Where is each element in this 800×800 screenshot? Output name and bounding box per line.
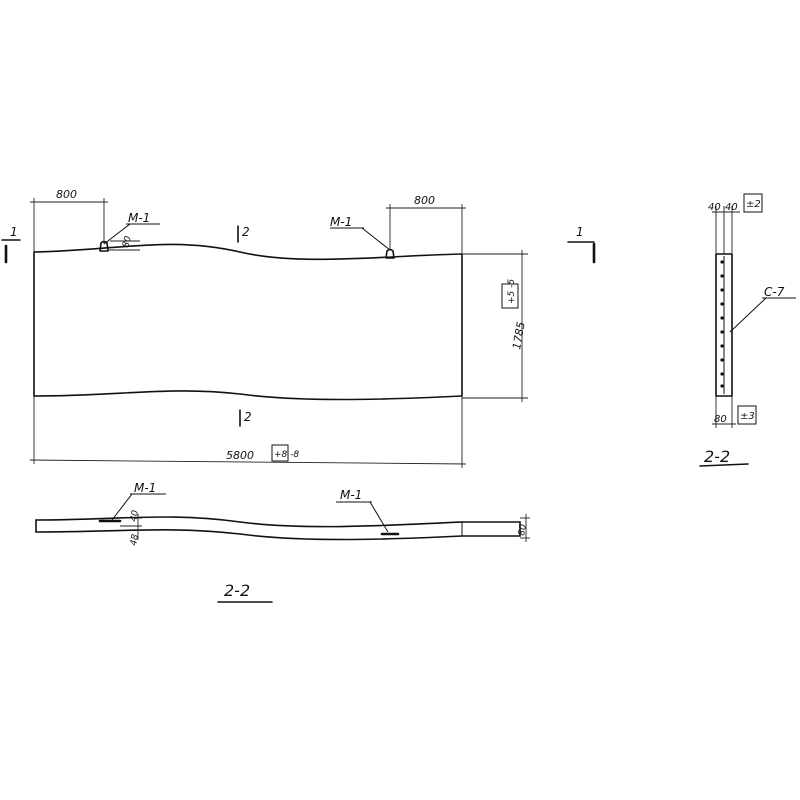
embed-left-label: М-1	[128, 211, 150, 225]
side-top-edge	[35, 516, 521, 528]
embed-gap-dim: 80	[121, 235, 134, 249]
dim-length: 5800	[226, 449, 254, 462]
slab-outline-top	[33, 243, 463, 261]
tol-width: +5 -5	[507, 279, 517, 304]
dim-width: 1785	[510, 321, 528, 351]
side-view: М-1 М-1 40 48 80 2-2	[35, 481, 530, 603]
slab-outline-bottom	[33, 390, 463, 401]
section-title-right-underline	[699, 463, 749, 467]
tol-sec-top: ±2	[746, 199, 761, 210]
side-embed-right-leader	[369, 501, 389, 533]
dim-line-length	[29, 459, 467, 465]
cut-mark-right-label: 1	[576, 225, 584, 239]
embed-left-leader	[103, 223, 131, 245]
tol-sec-bottom-box	[737, 405, 757, 425]
dim-right-800: 800	[414, 194, 435, 207]
section-title-main: 2-2	[224, 581, 250, 600]
tol-sec-bottom: ±3	[740, 411, 755, 422]
tol-length-box	[271, 444, 289, 462]
section-rebars	[720, 260, 724, 388]
side-bottom-edge	[35, 529, 521, 541]
sec-dim-bottom: 80	[714, 414, 727, 425]
side-dim-bottom: 48	[129, 533, 141, 546]
sec-dim-w2: 40	[725, 202, 738, 213]
cross-section: 40 40 ±2 С-7 80 ±3 2-2	[699, 193, 796, 467]
side-embed-right-label: М-1	[340, 488, 362, 502]
section-mark-bottom-label: 2	[244, 410, 252, 424]
sec-dim-w1: 40	[708, 202, 721, 213]
tol-width-box	[501, 283, 519, 309]
rebar-label: С-7	[764, 285, 785, 299]
side-embed-left-label: М-1	[134, 481, 156, 495]
tol-length: +8 -8	[274, 450, 299, 460]
dim-left-800: 800	[56, 188, 77, 201]
embed-right-leader	[361, 227, 391, 251]
tol-sec-top-box	[743, 193, 763, 213]
section-mark-top-label: 2	[242, 225, 250, 239]
rebar-leader	[729, 297, 767, 333]
embed-right-label: М-1	[330, 215, 352, 229]
side-dim-top: 40	[129, 509, 141, 522]
cut-mark-left-label: 1	[10, 225, 18, 239]
side-embed-left-leader	[111, 493, 133, 521]
plan-view: М-1 80 М-1 800 800 2 2 1785 +5 -5	[1, 188, 596, 468]
side-thickness-dim: 80	[517, 523, 529, 536]
section-title-right: 2-2	[704, 447, 730, 466]
